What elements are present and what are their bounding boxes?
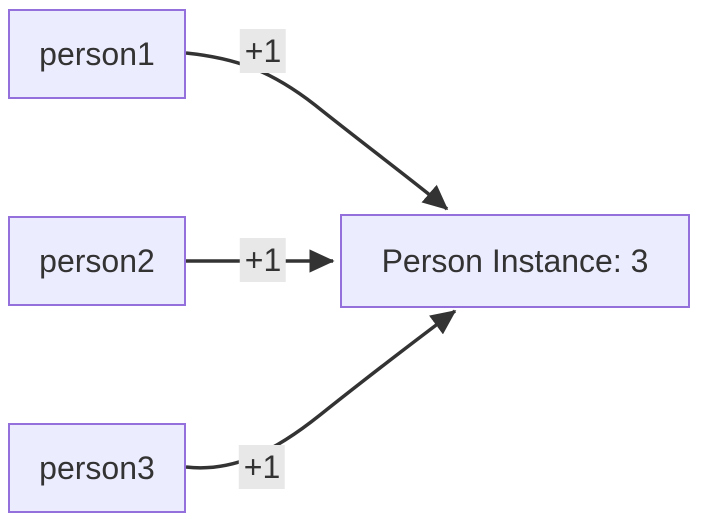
edge-person1-to-instance <box>185 51 449 211</box>
node-person-instance: Person Instance: 3 <box>340 214 690 308</box>
node-person2: person2 <box>8 216 186 306</box>
node-person3: person3 <box>8 423 186 513</box>
node-person2-label: person2 <box>39 243 155 279</box>
node-person3-label: person3 <box>39 450 155 486</box>
node-person1: person1 <box>8 9 186 99</box>
node-person1-label: person1 <box>39 36 155 72</box>
edge-person3-to-instance <box>185 309 457 470</box>
edge-label-plus1-middle: +1 <box>239 238 287 282</box>
node-person-instance-label: Person Instance: 3 <box>381 243 649 279</box>
edge-label-plus1-bottom: +1 <box>238 445 286 489</box>
edge-label-plus1-top: +1 <box>239 29 287 73</box>
